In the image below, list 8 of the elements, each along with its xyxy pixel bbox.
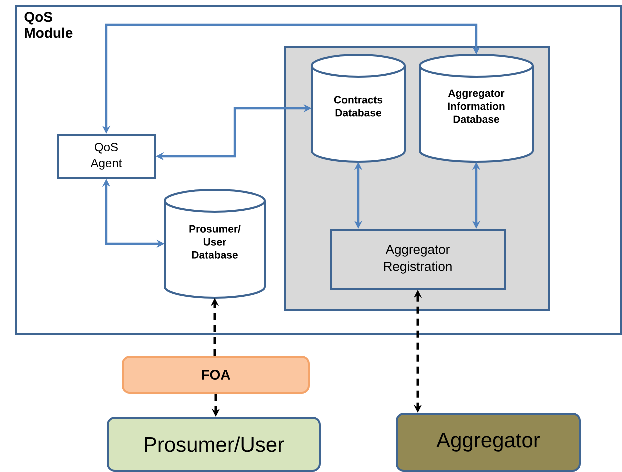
agent-box: QoS Agent <box>57 134 156 179</box>
actor-box: Aggregator <box>396 413 581 472</box>
process-box: Aggregator Registration <box>330 229 506 290</box>
database-cylinder: Aggregator Information Database <box>419 54 534 163</box>
actor-box: Prosumer/User <box>107 417 321 472</box>
database-cylinder: Contracts Database <box>311 54 406 163</box>
database-cylinder: Prosumer/ User Database <box>164 189 266 299</box>
process-box: FOA <box>122 356 310 394</box>
